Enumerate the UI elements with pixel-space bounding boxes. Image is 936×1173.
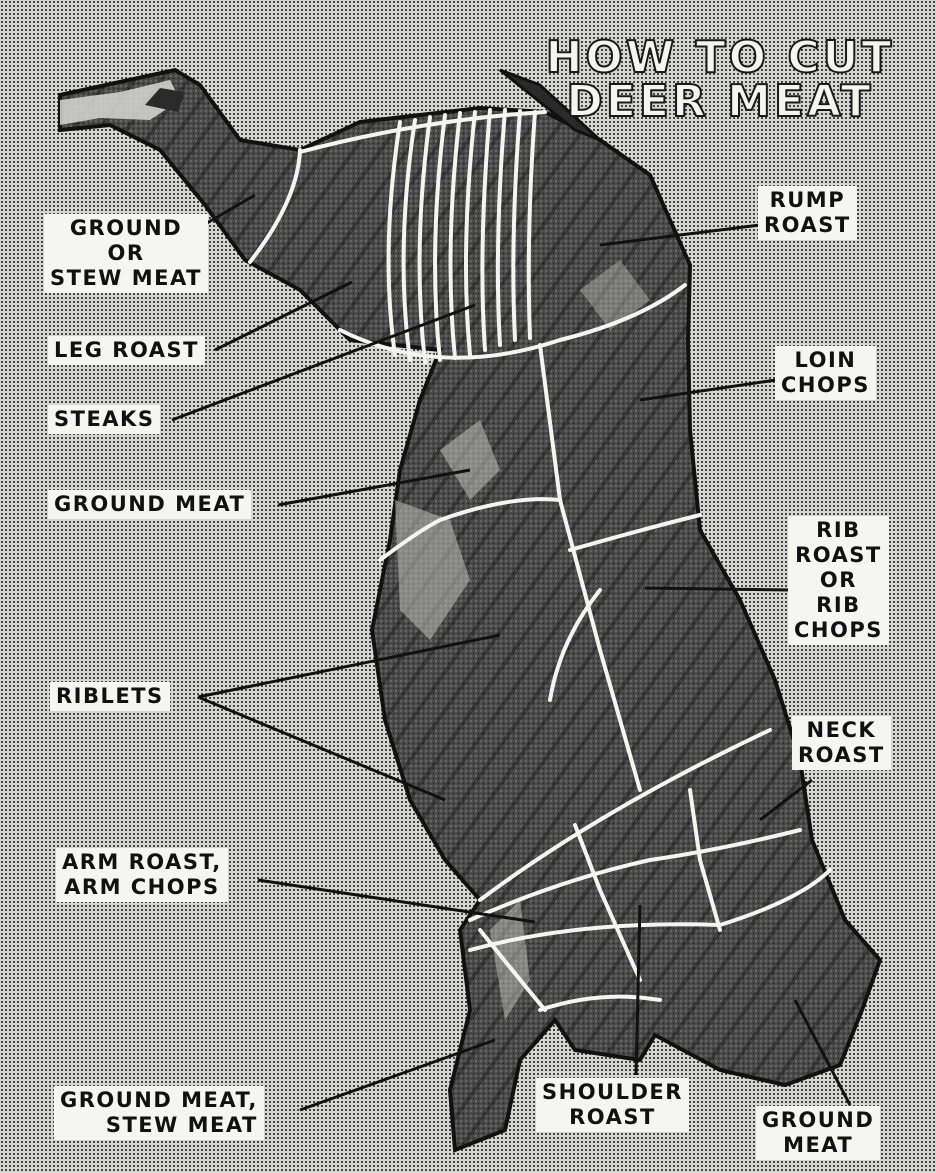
title-line-2: DEER MEAT [540, 80, 900, 124]
label-line: ROAST [794, 543, 883, 568]
label-line: NECK [798, 718, 885, 743]
label-steaks: STEAKS [48, 405, 160, 434]
label-loin-chops: LOIN CHOPS [775, 346, 876, 400]
label-shoulder-roast: SHOULDER ROAST [536, 1078, 689, 1132]
diagram-title: HOW TO CUT DEER MEAT [540, 36, 900, 124]
label-line: RIB [794, 518, 883, 543]
label-line: STEAKS [54, 407, 154, 432]
title-line-1: HOW TO CUT [540, 36, 900, 80]
label-line: LOIN [781, 348, 870, 373]
label-line: RIB [794, 593, 883, 618]
label-line: RUMP [764, 188, 851, 213]
label-line: CHOPS [781, 373, 870, 398]
label-rib-roast-or-rib-chops: RIB ROAST OR RIB CHOPS [788, 516, 889, 645]
label-line: OR [794, 568, 883, 593]
label-line: GROUND MEAT, [60, 1088, 258, 1113]
label-line: ROAST [764, 213, 851, 238]
label-riblets: RIBLETS [50, 682, 170, 711]
label-leg-roast: LEG ROAST [48, 336, 205, 365]
label-rump-roast: RUMP ROAST [758, 186, 857, 240]
label-line: LEG ROAST [54, 338, 199, 363]
label-line: RIBLETS [56, 684, 164, 709]
label-line: STEW MEAT [60, 1113, 258, 1138]
label-line: OR [50, 241, 202, 266]
label-ground-meat: GROUND MEAT [48, 490, 251, 519]
label-line: CHOPS [794, 618, 883, 643]
label-line: ARM CHOPS [62, 875, 222, 900]
label-ground-meat-bottom-right: GROUND MEAT [756, 1106, 880, 1160]
leader-rib [645, 588, 790, 590]
label-neck-roast: NECK ROAST [792, 716, 891, 770]
label-line: STEW MEAT [50, 266, 202, 291]
label-line: ARM ROAST, [62, 850, 222, 875]
label-ground-meat-stew-meat: GROUND MEAT, STEW MEAT [54, 1086, 264, 1140]
label-line: ROAST [798, 743, 885, 768]
label-line: MEAT [762, 1133, 874, 1158]
label-line: GROUND MEAT [54, 492, 245, 517]
label-arm-roast-arm-chops: ARM ROAST, ARM CHOPS [56, 848, 228, 902]
label-line: SHOULDER [542, 1080, 683, 1105]
label-line: GROUND [50, 216, 202, 241]
label-ground-or-stew-meat: GROUND OR STEW MEAT [44, 214, 208, 293]
label-line: GROUND [762, 1108, 874, 1133]
label-line: ROAST [542, 1105, 683, 1130]
